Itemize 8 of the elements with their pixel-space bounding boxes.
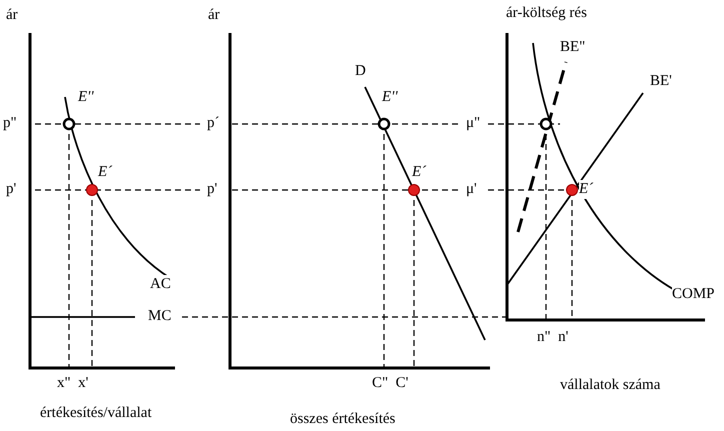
- tick-label: p': [6, 180, 16, 199]
- tick-label: μ": [466, 114, 480, 133]
- tick-label: p": [3, 114, 17, 133]
- point-label: E´: [579, 180, 594, 199]
- tick-label: μ': [466, 180, 477, 199]
- axis-label: ár-költség rés: [506, 4, 587, 23]
- tick-label: p': [207, 180, 218, 199]
- tick-label: p´: [207, 114, 220, 133]
